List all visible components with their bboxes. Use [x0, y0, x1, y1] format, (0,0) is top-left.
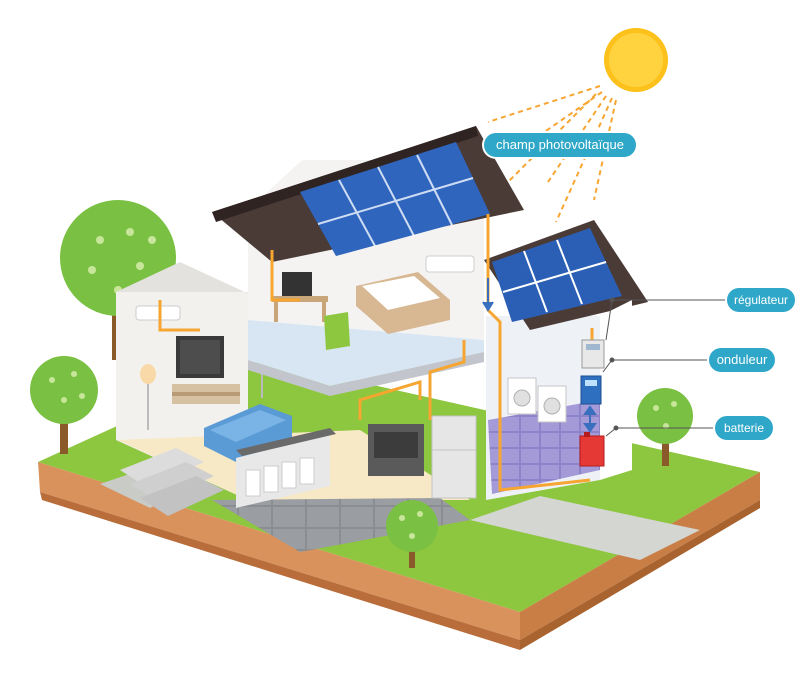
tree-left	[30, 356, 98, 454]
solar-panel-main	[300, 142, 490, 256]
utility-room	[486, 316, 600, 500]
label-regulator: régulateur	[727, 288, 795, 312]
leader-lines	[602, 297, 727, 437]
equipment-wall	[600, 300, 632, 480]
inverter-device	[580, 375, 602, 405]
stairs	[120, 448, 224, 516]
label-battery: batterie	[715, 416, 773, 440]
label-inverter: onduleur	[709, 348, 775, 372]
tree-right	[637, 388, 693, 466]
battery-device	[579, 432, 605, 467]
label-pv-field: champ photovoltaïque	[484, 133, 636, 157]
energy-flow-arrow	[482, 278, 494, 312]
regulator-device	[581, 339, 605, 369]
bidirectional-arrow	[583, 405, 597, 433]
tree-front	[386, 500, 438, 568]
right-roof	[484, 220, 648, 330]
sun	[604, 28, 668, 92]
main-roof	[212, 126, 524, 262]
